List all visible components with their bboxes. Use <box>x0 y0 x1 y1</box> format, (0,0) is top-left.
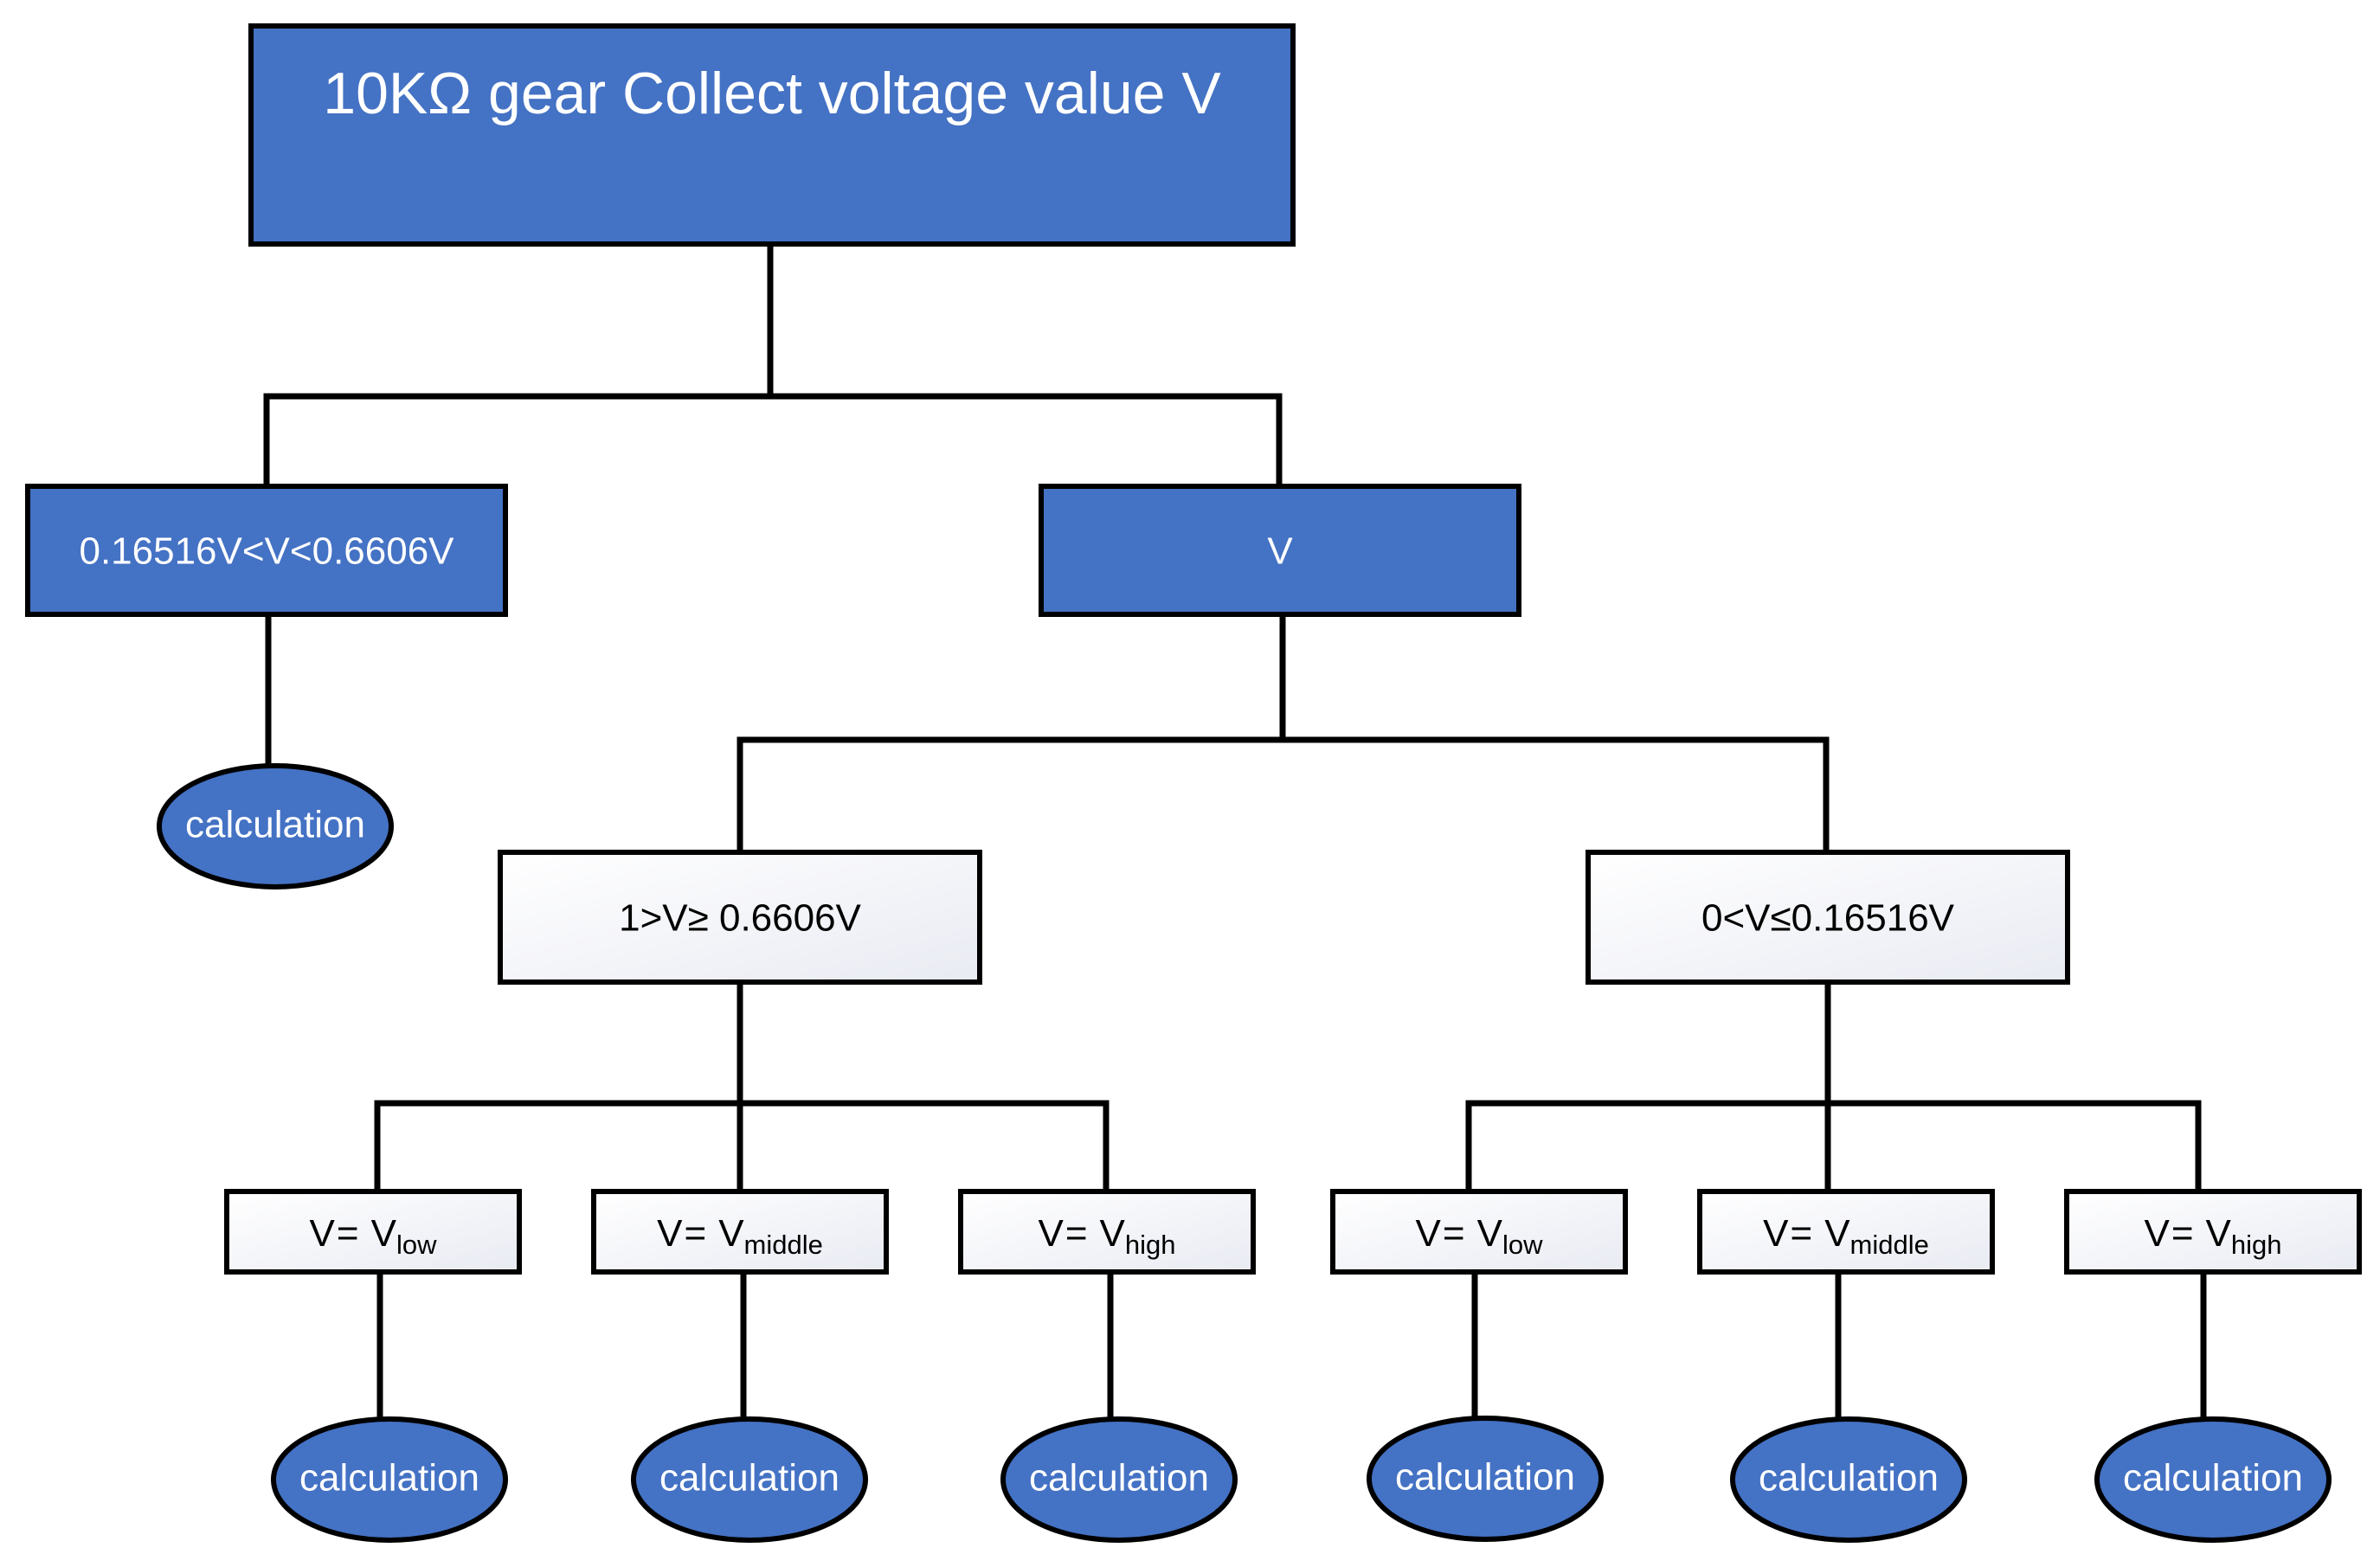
b1-leaf-low-label: calculation <box>299 1457 479 1500</box>
branch-b2-node: 0<V≤0.16516V <box>1586 850 2070 985</box>
b1-leaf-low: calculation <box>271 1416 508 1543</box>
connector-branch-b-to-level2 <box>737 611 1830 856</box>
branch-b2-label: 0<V≤0.16516V <box>1701 897 1955 940</box>
connector-b2-to-options <box>1465 979 2202 1195</box>
b2-leaf-high-label: calculation <box>2123 1457 2303 1500</box>
connector-root-to-level1 <box>263 241 1283 490</box>
b2-leaf-high: calculation <box>2094 1416 2332 1543</box>
b1-option-middle: V=Vmiddle <box>591 1189 889 1275</box>
b2-leaf-middle-label: calculation <box>1759 1457 1939 1500</box>
b2-leaf-low: calculation <box>1367 1416 1604 1542</box>
b1-leaf-middle-label: calculation <box>659 1457 839 1500</box>
b2-option-high: V=Vhigh <box>2064 1189 2362 1275</box>
branch-b1-label: 1>V≥ 0.6606V <box>619 897 861 940</box>
branch-a-label: 0.16516V<V<0.6606V <box>79 530 454 573</box>
root-label: 10KΩ gear Collect voltage value V <box>323 61 1221 126</box>
b1-leaf-middle: calculation <box>631 1416 868 1543</box>
b1-option-low-label: V=Vlow <box>310 1212 438 1260</box>
branch-b-label: V <box>1267 530 1293 573</box>
b2-leaf-low-label: calculation <box>1395 1456 1575 1499</box>
connector-b1-to-options <box>374 979 1110 1195</box>
branch-a-leaf: calculation <box>157 763 394 889</box>
b2-leaf-middle: calculation <box>1730 1416 1967 1543</box>
connectors <box>263 241 2207 1423</box>
b2-option-middle: V=Vmiddle <box>1697 1189 1995 1275</box>
b2-option-low: V=Vlow <box>1330 1189 1628 1275</box>
branch-b1-node: 1>V≥ 0.6606V <box>498 850 982 985</box>
b2-option-middle-label: V=Vmiddle <box>1763 1212 1929 1260</box>
b1-option-middle-label: V=Vmiddle <box>657 1212 823 1260</box>
branch-a-leaf-label: calculation <box>185 804 365 846</box>
b1-option-high-label: V=Vhigh <box>1038 1212 1175 1260</box>
b2-option-low-label: V=Vlow <box>1416 1212 1544 1260</box>
b1-leaf-high-label: calculation <box>1029 1457 1209 1500</box>
branch-b-node: V <box>1039 484 1521 617</box>
b1-leaf-high: calculation <box>1000 1416 1238 1543</box>
root-node: 10KΩ gear Collect voltage value V <box>248 23 1296 247</box>
b2-option-high-label: V=Vhigh <box>2144 1212 2281 1260</box>
b1-option-low: V=Vlow <box>224 1189 522 1275</box>
connector-options-to-leaves <box>376 1268 2207 1423</box>
branch-a-node: 0.16516V<V<0.6606V <box>25 484 508 617</box>
b1-option-high: V=Vhigh <box>958 1189 1256 1275</box>
